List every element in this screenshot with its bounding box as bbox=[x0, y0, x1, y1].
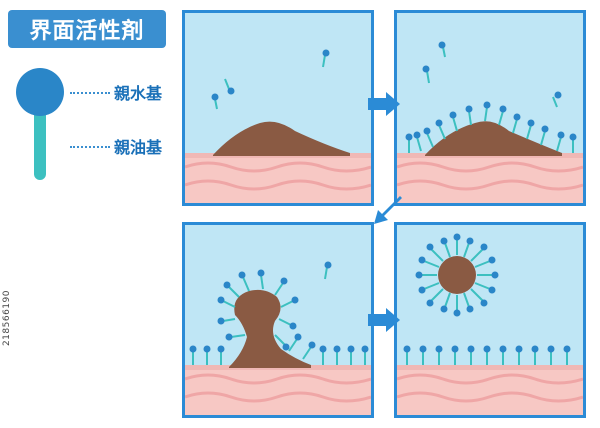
skin-layer bbox=[185, 365, 371, 415]
skin-layer bbox=[397, 365, 583, 415]
floating-surfactant bbox=[324, 261, 332, 280]
attached-surfactants bbox=[405, 101, 577, 153]
hydrophobic-label: 親油基 bbox=[114, 138, 163, 157]
panel-step-3 bbox=[182, 222, 374, 418]
page-title: 界面活性剤 bbox=[29, 19, 145, 44]
panel-step-4 bbox=[394, 222, 586, 418]
panel-step-1 bbox=[182, 10, 374, 206]
attached-surfactants bbox=[403, 345, 571, 365]
skin-layer bbox=[185, 153, 371, 203]
hydrophilic-label: 親水基 bbox=[114, 84, 163, 103]
floating-surfactant bbox=[422, 41, 562, 108]
micelle bbox=[415, 233, 499, 317]
dirt-blob bbox=[229, 289, 311, 368]
dirt-blob bbox=[213, 121, 350, 156]
panel-step-2 bbox=[394, 10, 586, 206]
attached-surfactants bbox=[189, 269, 369, 365]
legend-dots-hydrophobic bbox=[70, 146, 110, 148]
legend-dots-hydrophilic bbox=[70, 92, 110, 94]
dirt-blob bbox=[425, 121, 562, 156]
surfactant-legend-icon bbox=[16, 68, 64, 180]
floating-surfactant bbox=[211, 49, 330, 110]
skin-layer bbox=[397, 153, 583, 203]
credit-id: 218566190 bbox=[2, 290, 12, 347]
title-box: 界面活性剤 bbox=[8, 10, 166, 48]
arrow-right-icon bbox=[368, 92, 400, 116]
arrow-right-icon bbox=[368, 308, 400, 332]
arrow-down-left-icon bbox=[374, 196, 402, 224]
